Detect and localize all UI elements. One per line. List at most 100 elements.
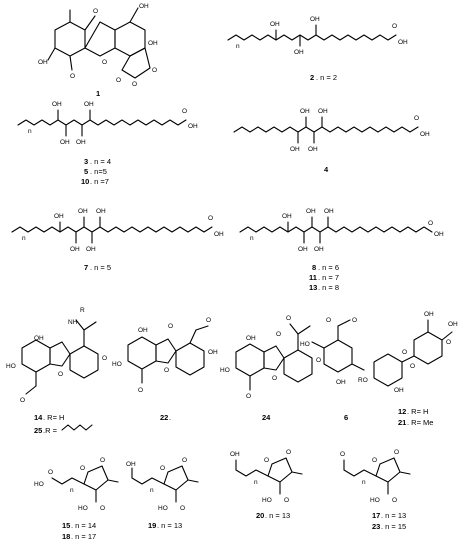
compound-label: 3 <box>84 157 88 166</box>
atom-label: HO <box>78 505 88 512</box>
atom-label: OH <box>246 335 256 342</box>
compound-annotation: . R= H <box>407 407 428 416</box>
compound-label: 14 <box>34 413 43 422</box>
atom-label: n <box>236 43 240 50</box>
atom-label: OH <box>34 335 44 342</box>
atom-label: n <box>250 235 254 242</box>
atom-label: OH <box>282 213 292 220</box>
atom-label: OH <box>96 208 106 215</box>
compound-annotation: . <box>169 413 171 422</box>
compound-annotation: . n = 17 <box>71 532 96 541</box>
atom-label: O <box>264 457 269 464</box>
compound-annotation: . n = 7 <box>318 273 339 282</box>
compound-6-structure: O O HO OH <box>300 317 365 386</box>
atom-label: O <box>116 77 121 84</box>
atom-label: O <box>272 375 277 382</box>
atom-label: OH <box>139 3 149 10</box>
atom-label: O <box>410 363 415 370</box>
atom-label: O <box>182 457 187 464</box>
compound-annotation: . n = 15 <box>381 522 406 531</box>
atom-label: OH <box>52 101 62 108</box>
atom-label: NH <box>68 319 78 326</box>
atom-label: O <box>414 115 419 122</box>
compound-label: 11 <box>309 273 317 282</box>
atom-label: OH <box>78 208 88 215</box>
compound-label: 2 <box>310 73 314 82</box>
atom-label: OH <box>314 246 324 253</box>
atom-label: OH <box>336 379 346 386</box>
atom-label: n <box>150 487 154 494</box>
atom-label: OH <box>294 49 304 56</box>
atom-label: HO <box>220 367 230 374</box>
atom-label: O <box>206 317 211 324</box>
atom-label: O <box>20 397 25 404</box>
atom-label: O <box>326 317 331 324</box>
atom-label: OH <box>188 123 198 130</box>
atom-label: n <box>254 479 258 486</box>
atom-label: O <box>152 67 157 74</box>
atom-label: OH <box>298 246 308 253</box>
atom-label: OH <box>148 40 158 47</box>
atom-label: O <box>164 367 169 374</box>
compound-15-structure: O O HO O n HO O <box>34 457 119 512</box>
compound-annotation: . n = 2 <box>316 73 337 82</box>
compound-7-structure: n OH OH OH OH OH O OH <box>11 208 224 253</box>
compound-label: 17 <box>372 511 380 520</box>
atom-label: O <box>180 505 185 512</box>
compound-label: 1 <box>96 89 100 98</box>
compound-annotation: . R= Me <box>407 418 433 427</box>
atom-label: HO <box>370 497 380 504</box>
atom-label: O <box>182 108 187 115</box>
compound-12-structure: OH OH O O RO OH O <box>358 311 458 394</box>
atom-label: O <box>138 387 143 394</box>
atom-label: O <box>48 469 53 476</box>
compound-annotation: . R= H <box>43 413 64 422</box>
compound-label: 6 <box>344 413 348 422</box>
compound-annotation: . n = 13 <box>157 521 182 530</box>
atom-label: HO <box>300 341 310 348</box>
compound-24-structure: O O OH O O HO O <box>220 315 321 400</box>
atom-label: O <box>246 393 251 400</box>
compound-annotation: . n = 13 <box>381 511 406 520</box>
compound-14-structure: R NH OH HO O O O <box>6 307 107 404</box>
atom-label: OH <box>424 311 434 318</box>
compound-annotation: . n = 13 <box>265 511 290 520</box>
atom-label: O <box>340 451 345 458</box>
atom-label: OH <box>448 321 458 328</box>
atom-label: HO <box>112 361 122 368</box>
atom-label: OH <box>398 39 408 46</box>
atom-label: O <box>392 23 397 30</box>
compound-label: 7 <box>84 263 88 272</box>
atom-label: OH <box>86 246 96 253</box>
compound-label: 4 <box>324 165 329 174</box>
atom-label: O <box>372 457 377 464</box>
compound-annotation: .R = <box>43 426 58 435</box>
atom-label: OH <box>310 16 320 23</box>
atom-label: O <box>352 317 357 324</box>
atom-label: OH <box>208 349 218 356</box>
atom-label: HO <box>158 505 168 512</box>
atom-label: O <box>208 215 213 222</box>
atom-label: O <box>100 505 105 512</box>
atom-label: OH <box>126 461 136 468</box>
compound-annotation: . n = 8 <box>318 283 339 292</box>
compound-annotation: . n =7 <box>90 177 109 186</box>
compound-label: 5 <box>84 167 88 176</box>
atom-label: HO <box>6 363 16 370</box>
atom-label: OH <box>324 208 334 215</box>
atom-label: O <box>168 323 173 330</box>
compound-label: 21 <box>398 418 406 427</box>
compound-3-structure: n OH OH OH OH O OH <box>17 101 198 146</box>
compound-8-structure: n OH OH OH OH OH O OH <box>239 208 444 253</box>
compound-label: 10 <box>81 177 89 186</box>
atom-label: O <box>102 59 107 66</box>
compound-annotation: . n = 5 <box>90 263 111 272</box>
compound-label: 24 <box>262 413 271 422</box>
compound-2-structure: n OH OH OH O OH <box>227 16 408 56</box>
compound-label: 23 <box>372 522 380 531</box>
atom-label: O <box>402 349 407 356</box>
atom-label: OH <box>394 387 404 394</box>
atom-label: O <box>100 457 105 464</box>
atom-label: OH <box>420 131 430 138</box>
